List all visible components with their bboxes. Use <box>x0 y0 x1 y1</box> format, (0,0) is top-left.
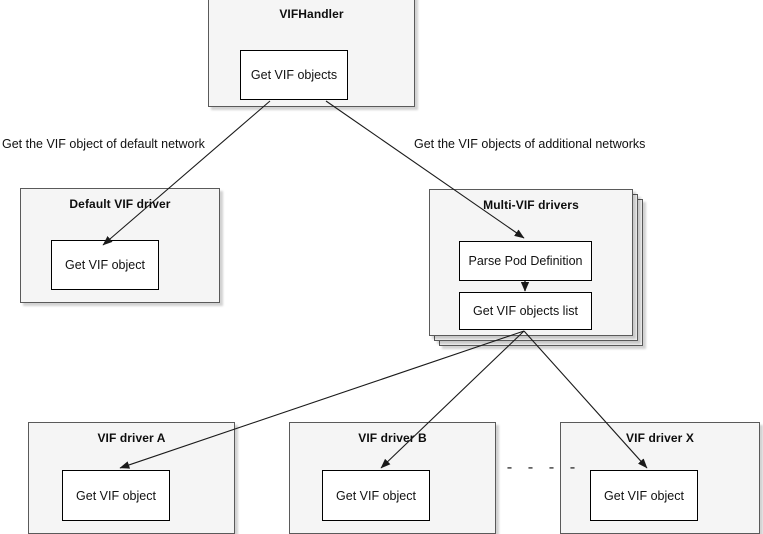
node-b-get-vif-object[interactable]: Get VIF object <box>322 470 430 521</box>
group-title-multi-vif-drivers: Multi-VIF drivers <box>483 198 579 212</box>
node-get-vif-objects[interactable]: Get VIF objects <box>240 50 348 100</box>
group-title-vif-handler: VIFHandler <box>279 7 344 21</box>
node-default-get-vif-object[interactable]: Get VIF object <box>51 240 159 290</box>
node-a-get-vif-object[interactable]: Get VIF object <box>62 470 170 521</box>
group-title-vif-driver-b: VIF driver B <box>358 431 427 445</box>
node-label-a-get-vif-object: Get VIF object <box>76 488 156 503</box>
drivers-ellipsis: - - - - <box>505 460 579 477</box>
group-title-default-vif-driver: Default VIF driver <box>69 197 171 211</box>
node-x-get-vif-object[interactable]: Get VIF object <box>590 470 698 521</box>
node-get-vif-objects-list[interactable]: Get VIF objects list <box>459 292 592 330</box>
group-title-vif-driver-a: VIF driver A <box>97 431 166 445</box>
node-label-get-vif-objects: Get VIF objects <box>250 68 338 82</box>
node-label-x-get-vif-object: Get VIF object <box>604 488 684 503</box>
node-label-get-vif-objects-list: Get VIF objects list <box>473 304 578 318</box>
node-label-default-get-vif-object: Get VIF object <box>65 258 145 272</box>
edge-label-additional-networks: Get the VIF objects of additional networ… <box>414 137 646 151</box>
node-label-parse-pod-definition: Parse Pod Definition <box>468 254 583 268</box>
node-parse-pod-definition[interactable]: Parse Pod Definition <box>459 241 592 281</box>
node-label-b-get-vif-object: Get VIF object <box>336 488 416 503</box>
edge-label-default-network: Get the VIF object of default network <box>2 137 205 151</box>
group-title-vif-driver-x: VIF driver X <box>626 431 694 445</box>
